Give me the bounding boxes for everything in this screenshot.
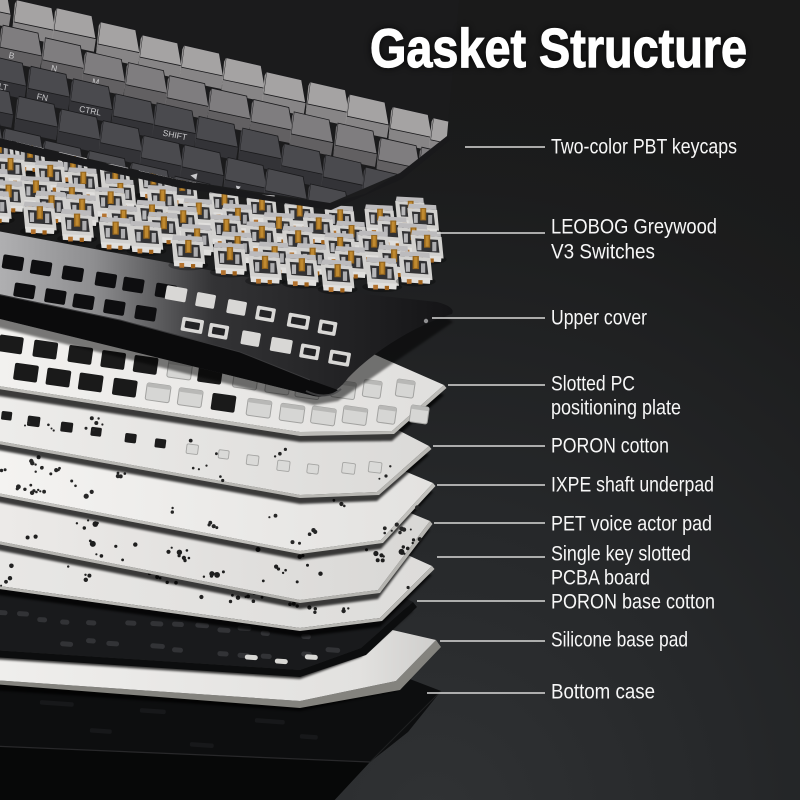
svg-text:IXPE shaft underpad: IXPE shaft underpad [551,474,714,497]
svg-text:◀: ◀ [190,170,199,181]
svg-text:Gasket Structure: Gasket Structure [370,17,747,79]
svg-text:PORON cotton: PORON cotton [551,435,669,458]
svg-text:Single key slotted: Single key slotted [551,543,691,566]
svg-text:Silicone base pad: Silicone base pad [551,629,688,652]
svg-text:LEOBOG Greywood: LEOBOG Greywood [551,216,717,239]
svg-text:ALT: ALT [0,80,9,93]
svg-text:Slotted PC: Slotted PC [551,373,635,396]
svg-text:B: B [8,50,16,61]
svg-text:PET voice actor pad: PET voice actor pad [551,513,712,536]
svg-text:positioning plate: positioning plate [551,397,681,420]
svg-text:N: N [50,63,58,74]
svg-text:V3 Switches: V3 Switches [551,241,655,264]
svg-text:FN: FN [36,91,49,103]
svg-text:Two-color PBT keycaps: Two-color PBT keycaps [551,136,737,159]
svg-text:PCBA board: PCBA board [551,567,650,590]
svg-text:Gasket Structure: Gasket Structure [370,17,747,79]
svg-text:Upper cover: Upper cover [551,307,647,330]
svg-text:▼: ▼ [233,182,243,193]
svg-text:SHIFT: SHIFT [162,128,188,143]
svg-text:M: M [91,76,100,87]
svg-text:PORON base cotton: PORON base cotton [551,591,715,614]
svg-text:Bottom case: Bottom case [551,681,655,704]
